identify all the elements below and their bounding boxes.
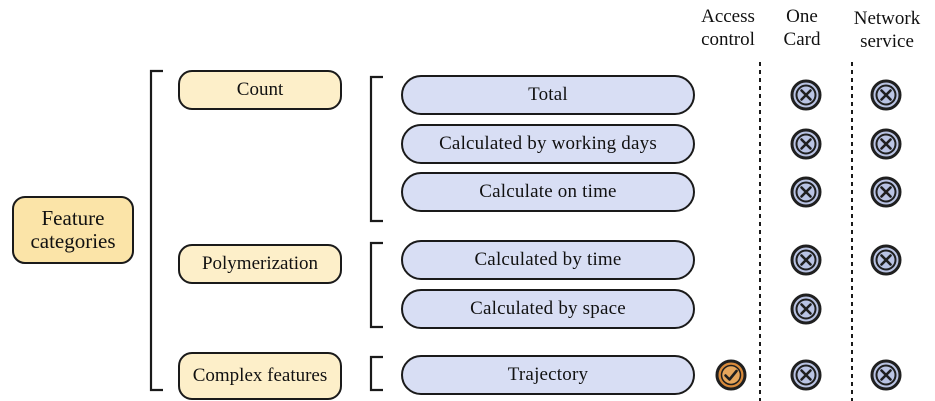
x-circle-icon — [870, 244, 902, 276]
root-feature-categories: Feature categories — [12, 196, 134, 264]
x-circle-icon — [870, 176, 902, 208]
x-circle-icon — [790, 359, 822, 391]
feature-trajectory: Trajectory — [401, 355, 695, 395]
group-count: Count — [178, 70, 342, 110]
x-circle-icon — [870, 79, 902, 111]
group-complex-features: Complex features — [178, 352, 342, 400]
header-network-service: Network service — [853, 8, 921, 52]
feature-by-time: Calculated by time — [401, 240, 695, 280]
x-circle-icon — [870, 359, 902, 391]
feature-working-days: Calculated by working days — [401, 124, 695, 164]
x-circle-icon — [870, 128, 902, 160]
feature-by-space: Calculated by space — [401, 289, 695, 329]
x-circle-icon — [790, 128, 822, 160]
x-circle-icon — [790, 176, 822, 208]
header-one-card: One Card — [783, 6, 821, 50]
check-circle-icon — [715, 359, 747, 391]
group-polymerization: Polymerization — [178, 244, 342, 284]
x-circle-icon — [790, 79, 822, 111]
feature-total: Total — [401, 75, 695, 115]
x-circle-icon — [790, 293, 822, 325]
header-access-control: Access control — [701, 6, 755, 50]
x-circle-icon — [790, 244, 822, 276]
feature-calculate-on-time: Calculate on time — [401, 172, 695, 212]
